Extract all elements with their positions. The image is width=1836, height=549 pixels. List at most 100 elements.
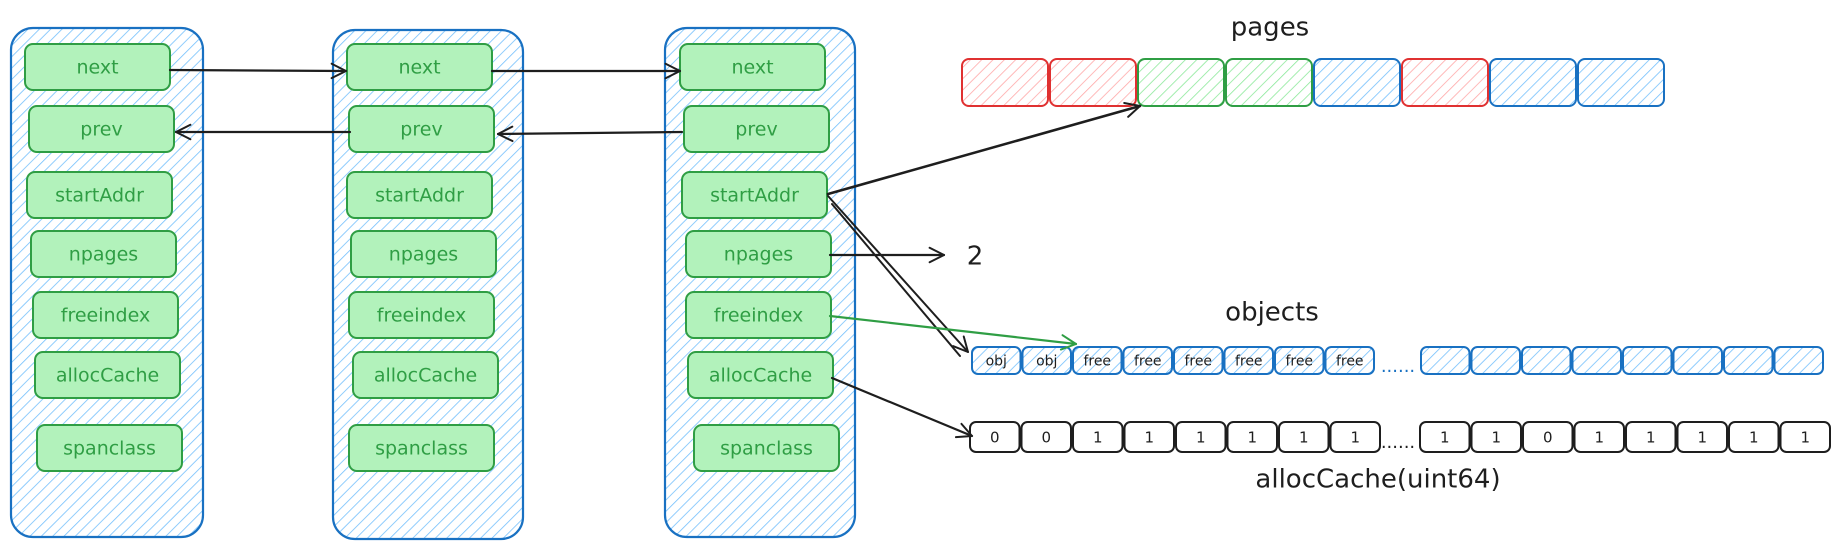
bit-value: 1 — [1093, 429, 1103, 447]
bit-value: 1 — [1350, 429, 1360, 447]
bit-cell-right: 1 — [1779, 421, 1831, 453]
field-label: spanclass — [63, 438, 156, 460]
object-cell-obj: obj — [1021, 346, 1072, 375]
bit-cell-left: 1 — [1175, 421, 1227, 453]
object-cell-empty — [1521, 346, 1572, 375]
objects-ellipsis: ...... — [1381, 356, 1415, 377]
arrow-startaddr-to-objects-a — [827, 195, 969, 353]
bits-ellipsis: ...... — [1381, 432, 1415, 453]
object-cell-label: free — [1285, 354, 1313, 370]
object-cell-free: free — [1122, 346, 1173, 375]
span1-field-prev: prev — [28, 105, 175, 153]
bit-cell-left: 1 — [1072, 421, 1124, 453]
bit-cell-right: 0 — [1522, 421, 1574, 453]
object-cell-empty — [1672, 346, 1723, 375]
field-label: freeindex — [377, 305, 466, 327]
object-cell-empty — [1470, 346, 1521, 375]
page-cell-green — [1137, 58, 1225, 107]
page-cell-blue — [1489, 58, 1577, 107]
object-cell-free: free — [1173, 346, 1224, 375]
field-label: npages — [724, 244, 793, 266]
bit-value: 1 — [1646, 429, 1656, 447]
field-label: startAddr — [55, 185, 144, 207]
page-cell-blue — [1313, 58, 1401, 107]
field-label: next — [398, 57, 440, 79]
field-label: startAddr — [710, 185, 799, 207]
bit-value: 0 — [990, 429, 1000, 447]
arrow-alloccache-to-bits — [830, 376, 974, 439]
field-label: spanclass — [720, 438, 813, 460]
object-cell-label: obj — [1036, 354, 1057, 370]
arrow-prev-3-to-2 — [496, 125, 684, 143]
object-cell-label: free — [1336, 354, 1364, 370]
bit-value: 0 — [1041, 429, 1051, 447]
bit-value: 1 — [1196, 429, 1206, 447]
bit-cell-left: 1 — [1226, 421, 1278, 453]
pages-label: pages — [1231, 13, 1309, 43]
span3-field-freeindex: freeindex — [685, 291, 832, 339]
page-cell-green — [1225, 58, 1313, 107]
bit-cell-right: 1 — [1728, 421, 1780, 453]
field-label: npages — [69, 244, 138, 266]
bit-cell-right: 1 — [1470, 421, 1522, 453]
field-label: freeindex — [714, 305, 803, 327]
field-label: allocCache — [56, 365, 159, 387]
bit-cell-left: 0 — [969, 421, 1021, 453]
span3-field-startaddr: startAddr — [681, 171, 828, 219]
bit-value: 1 — [1491, 429, 1501, 447]
span3-field-alloccache: allocCache — [687, 351, 834, 399]
span3-field-spanclass: spanclass — [693, 424, 840, 472]
arrows — [168, 62, 1142, 439]
span-container-3 — [663, 26, 857, 539]
span1-field-spanclass: spanclass — [36, 424, 183, 472]
bit-value: 1 — [1800, 429, 1810, 447]
field-label: spanclass — [375, 438, 468, 460]
bit-cell-right: 1 — [1676, 421, 1728, 453]
bit-value: 1 — [1749, 429, 1759, 447]
field-label: prev — [80, 119, 122, 141]
span1-field-next: next — [24, 43, 171, 91]
span2-field-startaddr: startAddr — [346, 171, 493, 219]
span1-field-npages: npages — [30, 230, 177, 278]
span1-field-freeindex: freeindex — [32, 291, 179, 339]
bit-value: 0 — [1543, 429, 1553, 447]
field-label: freeindex — [61, 305, 150, 327]
bit-value: 1 — [1440, 429, 1450, 447]
bit-value: 1 — [1247, 429, 1257, 447]
object-cell-free: free — [1072, 346, 1123, 375]
bit-cell-left: 1 — [1329, 421, 1381, 453]
field-label: startAddr — [375, 185, 464, 207]
bit-value: 1 — [1697, 429, 1707, 447]
arrow-startaddr-to-pages — [826, 101, 1142, 196]
object-cell-empty — [1622, 346, 1673, 375]
span3-field-prev: prev — [683, 105, 830, 153]
span-container-2 — [331, 28, 525, 541]
span2-field-alloccache: allocCache — [352, 351, 499, 399]
span3-field-next: next — [679, 43, 826, 91]
bit-cell-left: 0 — [1020, 421, 1072, 453]
object-cell-free: free — [1274, 346, 1325, 375]
bit-cell-left: 1 — [1123, 421, 1175, 453]
page-cell-red — [1049, 58, 1137, 107]
object-cell-label: obj — [986, 354, 1007, 370]
pages-row — [961, 58, 1665, 107]
page-cell-blue — [1577, 58, 1665, 107]
bit-value: 1 — [1299, 429, 1309, 447]
bit-value: 1 — [1144, 429, 1154, 447]
object-cell-obj: obj — [971, 346, 1022, 375]
npages-value: 2 — [967, 242, 984, 272]
object-cell-empty — [1571, 346, 1622, 375]
object-cell-label: free — [1235, 354, 1263, 370]
span-fields: next prev startAddr npages freeindex allocCac… — [24, 43, 840, 472]
span3-field-npages: npages — [685, 230, 832, 278]
span2-field-next: next — [346, 43, 493, 91]
span2-field-prev: prev — [348, 105, 495, 153]
span1-field-startaddr: startAddr — [26, 171, 173, 219]
bit-cell-right: 1 — [1419, 421, 1471, 453]
arrow-next-1-to-2 — [168, 62, 348, 80]
page-cell-red — [961, 58, 1049, 107]
